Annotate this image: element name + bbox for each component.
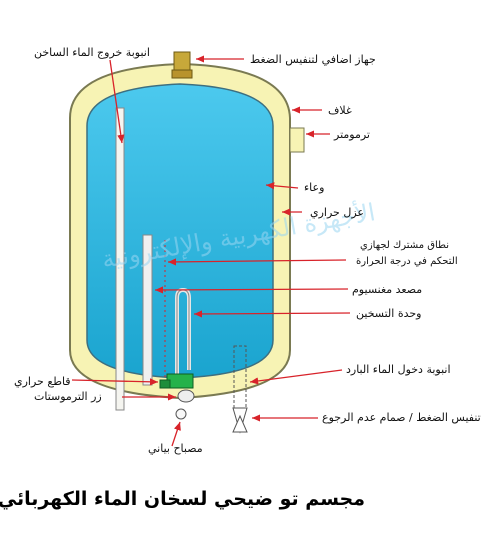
- label-thermal-cutout: قاطع حراري: [14, 375, 71, 388]
- top-relief-valve: [173, 51, 191, 73]
- label-hot-water-outlet: انبوبة خروج الماء الساخن: [34, 46, 150, 59]
- hot-water-pipe: [115, 107, 125, 411]
- thermostat-knob: [177, 389, 195, 403]
- label-thermostat-range-2: التحكم في درجة الحرارة: [356, 256, 458, 267]
- diagram-title: مجسم تو ضيحي لسخان الماء الكهربائي: [0, 488, 365, 510]
- label-magnesium-rod: مصعد مغنسيوم: [352, 283, 423, 296]
- label-pressure-relief: جهاز اضافي لتنفيس الضغط: [250, 53, 376, 66]
- label-thermostat-range-1: نطاق مشترك لجهازي: [360, 240, 450, 251]
- pilot-lamp-shape: [175, 408, 187, 420]
- label-thermostat-button: زر الترموستات: [34, 390, 102, 403]
- callout-arrows: [71, 55, 351, 447]
- water-vessel: [86, 83, 274, 379]
- label-cold-water-inlet: انبوبة دخول الماء البارد: [346, 363, 451, 376]
- label-pilot-lamp: مصباح بياني: [148, 442, 203, 455]
- label-relief-valve: تنفيس الضغط / صمام عدم الرجوع: [322, 411, 481, 424]
- thermal-cutout-shape: [166, 373, 194, 389]
- label-insulation: عزل حراري: [310, 206, 364, 219]
- label-heating-unit: وحدة التسخين: [356, 307, 422, 320]
- magnesium-rod-shape: [142, 234, 153, 386]
- label-thermometer: ترمومتر: [334, 128, 370, 141]
- label-jacket: غلاف: [328, 104, 352, 117]
- thermometer-body: [289, 127, 305, 153]
- label-vessel: وعاء: [304, 181, 325, 194]
